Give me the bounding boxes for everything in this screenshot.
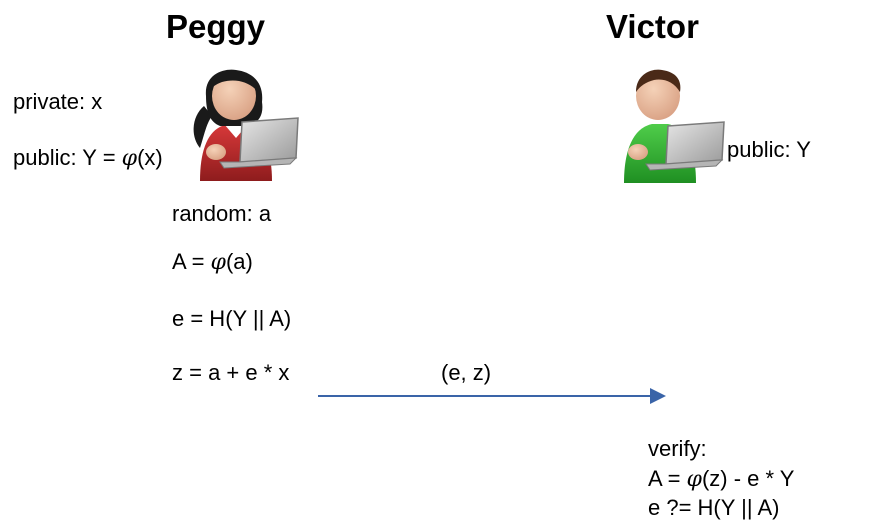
peggy-a-suffix: (a)	[225, 249, 253, 274]
victor-verify-a: A = φ(z) - e * Y	[648, 468, 794, 491]
peggy-public-phi: φ	[121, 146, 138, 171]
message-label: (e, z)	[441, 360, 492, 385]
peggy-public-suffix: (x)	[137, 145, 163, 170]
peggy-e-challenge: e = H(Y || A)	[172, 306, 292, 331]
peggy-a-commitment: A = φ(a)	[172, 251, 253, 274]
victor-public: public: Y	[727, 137, 811, 162]
message-arrow	[318, 388, 666, 404]
victor-verify-a-suffix: (z) - e * Y	[701, 466, 795, 491]
victor-verify-a-prefix: A =	[648, 466, 687, 491]
peggy-z-response: z = a + e * x	[172, 360, 290, 385]
message-arrow-head	[650, 388, 666, 404]
victor-verify-e: e ?= H(Y || A)	[648, 495, 780, 520]
peggy-random: random: a	[172, 201, 272, 226]
peggy-a-prefix: A =	[172, 249, 211, 274]
victor-verify-a-phi: φ	[686, 467, 702, 492]
peggy-private: private: x	[13, 89, 103, 114]
victor-title: Victor	[606, 8, 699, 45]
peggy-public-prefix: public: Y =	[13, 145, 122, 170]
victor-person-laptop-icon	[624, 69, 725, 183]
peggy-public: public: Y = φ(x)	[13, 147, 163, 170]
victor-verify-label: verify:	[648, 436, 707, 461]
peggy-person-laptop-icon	[193, 69, 299, 181]
peggy-a-phi: φ	[210, 250, 226, 275]
peggy-title: Peggy	[166, 8, 266, 45]
